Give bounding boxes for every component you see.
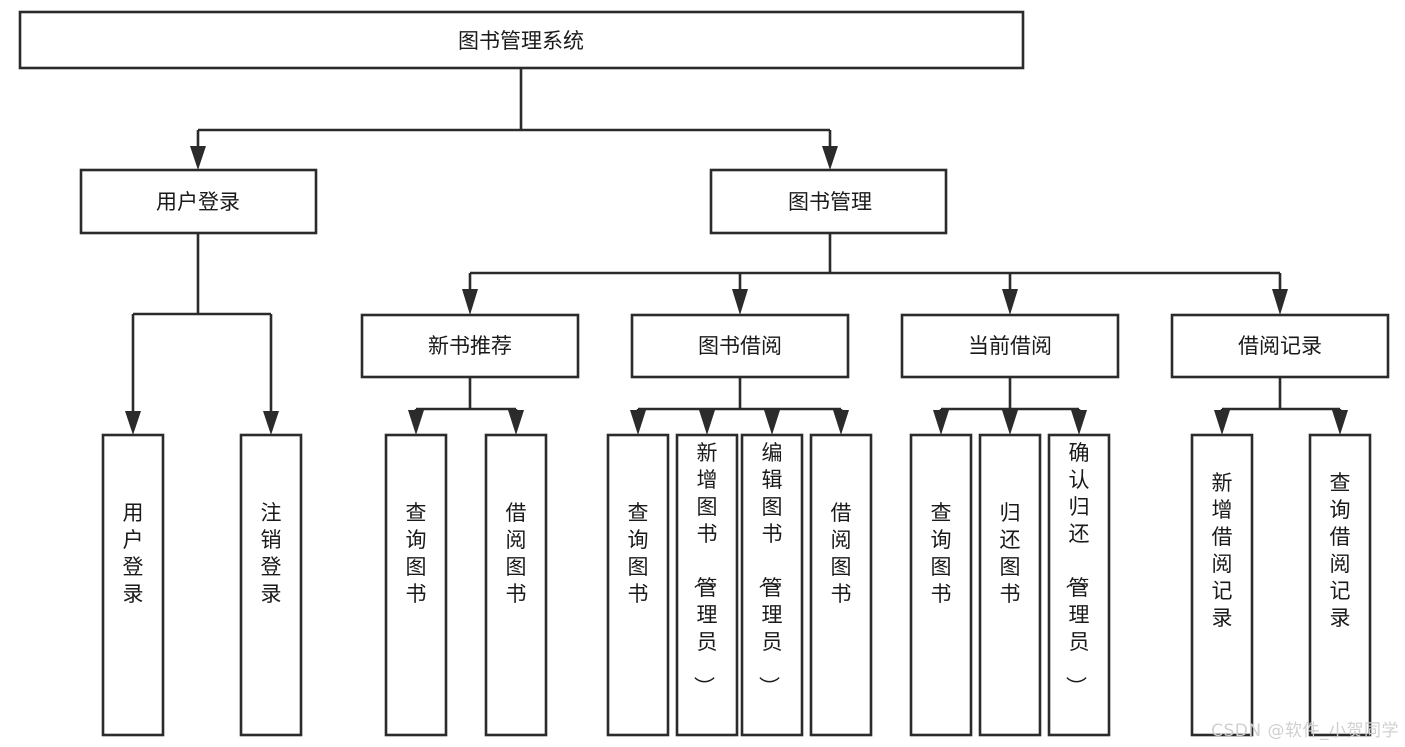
arrow-head-leaf-borrow-record-2 xyxy=(1332,410,1348,435)
leaf-node[interactable]: 借阅图书 xyxy=(809,433,873,737)
arrow-head-leaf-book-borrow-2 xyxy=(699,410,715,435)
leaf-node[interactable]: 确认归还（管理员） xyxy=(1047,433,1111,737)
node-user-login[interactable]: 用户登录 xyxy=(79,168,318,235)
leaf-current-borrow-confirm-label: 确认归还（管理员） xyxy=(1064,441,1090,697)
leaf-node[interactable]: 注销登录 xyxy=(239,433,303,737)
arrow-head-book-borrow xyxy=(732,289,748,315)
arrow-head-leaf-current-borrow-2 xyxy=(1002,410,1018,435)
arrow-head-leaf-book-borrow-3 xyxy=(764,410,780,435)
node-borrow-record-box[interactable] xyxy=(1170,313,1390,379)
node-book-management[interactable]: 图书管理 xyxy=(709,168,948,235)
leaf-user-login-logout-label: 注销登录 xyxy=(261,501,282,606)
leaf-node[interactable]: 查询图书 xyxy=(606,433,670,737)
leaf-book-borrow-edit-label: 编辑图书（管理员） xyxy=(757,441,783,697)
leaf-borrow-record-add-box[interactable] xyxy=(1190,433,1254,737)
node-book-borrow-label: 图书借阅 xyxy=(698,334,782,358)
node-book-management-box[interactable] xyxy=(709,168,948,235)
arrow-head-leaf-new-book-2 xyxy=(508,410,524,435)
node-root-box[interactable] xyxy=(18,10,1025,70)
connector-group-root xyxy=(190,68,838,170)
leaf-node[interactable]: 借阅图书 xyxy=(484,433,548,737)
arrow-head-borrow-record xyxy=(1272,289,1288,315)
arrow-head-leaf-book-borrow-4 xyxy=(833,410,849,435)
leaf-new-book-borrow-label: 借阅图书 xyxy=(506,501,527,606)
leaf-new-book-borrow-box[interactable] xyxy=(484,433,548,737)
leaf-borrow-record-query-box[interactable] xyxy=(1308,433,1372,737)
arrow-head-leaf-borrow-record-1 xyxy=(1214,410,1230,435)
node-root[interactable]: 图书管理系统 xyxy=(18,10,1025,70)
node-book-borrow[interactable]: 图书借阅 xyxy=(630,313,850,379)
node-book-management-label: 图书管理 xyxy=(788,190,872,214)
arrow-head-leaf-user-login-2 xyxy=(263,411,279,435)
leaf-current-borrow-confirm-box[interactable] xyxy=(1047,433,1111,737)
leaf-current-borrow-query-label: 查询图书 xyxy=(931,501,952,606)
arrow-head-new-book xyxy=(462,289,478,315)
leaf-book-borrow-borrow-box[interactable] xyxy=(809,433,873,737)
leaf-user-login-login-box[interactable] xyxy=(101,433,165,737)
connector-group-book-borrow xyxy=(630,377,849,435)
leaf-node[interactable]: 查询图书 xyxy=(384,433,448,737)
arrow-head-book-mgmt xyxy=(822,146,838,170)
leaf-node[interactable]: 查询图书 xyxy=(909,433,973,737)
leaf-current-borrow-return-box[interactable] xyxy=(978,433,1042,737)
leaf-borrow-record-add-label: 新增借阅记录 xyxy=(1212,471,1233,630)
arrow-head-leaf-user-login-1 xyxy=(125,411,141,435)
node-new-book-recommend-label: 新书推荐 xyxy=(428,334,512,358)
leaf-new-book-query-box[interactable] xyxy=(384,433,448,737)
leaf-node[interactable]: 查询借阅记录 xyxy=(1308,433,1372,737)
node-new-book-recommend[interactable]: 新书推荐 xyxy=(360,313,580,379)
leaf-book-borrow-add-box[interactable] xyxy=(675,433,739,737)
leaf-node[interactable]: 新增借阅记录 xyxy=(1190,433,1254,737)
csdn-watermark: CSDN @软件_小贺同学 xyxy=(1211,721,1399,741)
node-current-borrow[interactable]: 当前借阅 xyxy=(900,313,1120,379)
arrow-head-leaf-new-book-1 xyxy=(408,410,424,435)
node-root-label: 图书管理系统 xyxy=(458,29,584,53)
leaf-book-borrow-borrow-label: 借阅图书 xyxy=(831,501,852,606)
leaf-node[interactable]: 编辑图书（管理员） xyxy=(740,433,804,737)
leaf-new-book-query-label: 查询图书 xyxy=(406,501,427,606)
leaf-book-borrow-query-label: 查询图书 xyxy=(628,501,649,606)
leaf-book-borrow-query-box[interactable] xyxy=(606,433,670,737)
node-book-borrow-box[interactable] xyxy=(630,313,850,379)
node-user-login-box[interactable] xyxy=(79,168,318,235)
leaf-user-login-logout-box[interactable] xyxy=(239,433,303,737)
arrow-head-current-borrow xyxy=(1002,289,1018,315)
connector-group-new-book xyxy=(408,377,524,435)
node-user-login-label: 用户登录 xyxy=(156,190,240,214)
node-borrow-record-label: 借阅记录 xyxy=(1238,334,1322,358)
arrow-head-user-login xyxy=(190,146,206,170)
node-new-book-recommend-box[interactable] xyxy=(360,313,580,379)
connector-group-book-mgmt xyxy=(462,233,1288,315)
connector-group-borrow-record xyxy=(1214,377,1348,435)
arrow-head-leaf-current-borrow-3 xyxy=(1071,410,1087,435)
node-current-borrow-label: 当前借阅 xyxy=(968,334,1052,358)
arrow-head-leaf-book-borrow-1 xyxy=(630,410,646,435)
leaf-book-borrow-edit-box[interactable] xyxy=(740,433,804,737)
node-borrow-record[interactable]: 借阅记录 xyxy=(1170,313,1390,379)
leaf-node[interactable]: 归还图书 xyxy=(978,433,1042,737)
leaf-node[interactable]: 新增图书（管理员） xyxy=(675,433,739,737)
arrow-head-leaf-current-borrow-1 xyxy=(933,410,949,435)
leaf-current-borrow-query-box[interactable] xyxy=(909,433,973,737)
connector-group-user-login xyxy=(125,233,279,435)
leaf-book-borrow-add-label: 新增图书（管理员） xyxy=(692,441,718,697)
leaf-user-login-login-label: 用户登录 xyxy=(123,501,144,606)
leaf-current-borrow-return-label: 归还图书 xyxy=(1000,501,1021,606)
leaf-node[interactable]: 用户登录 xyxy=(101,433,165,737)
connector-group-current-borrow xyxy=(933,377,1087,435)
leaf-borrow-record-query-label: 查询借阅记录 xyxy=(1330,471,1351,630)
node-current-borrow-box[interactable] xyxy=(900,313,1120,379)
